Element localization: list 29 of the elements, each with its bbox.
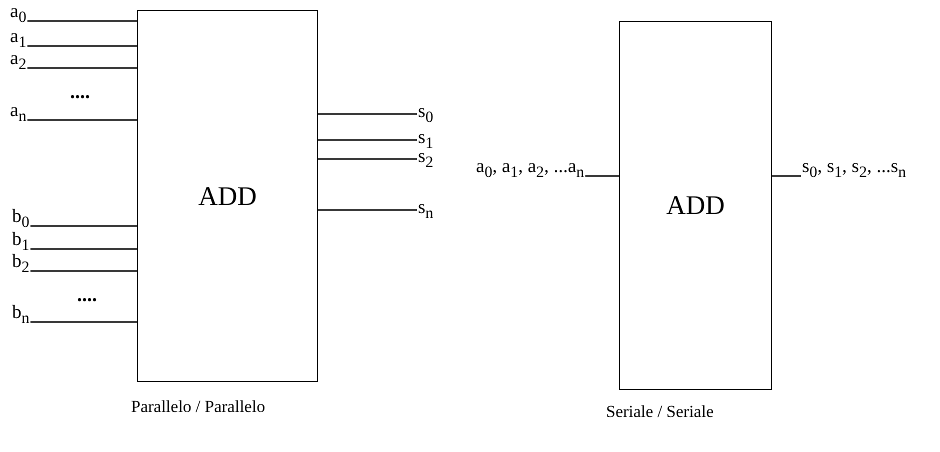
signal-label: b$_{2}$ — [12, 250, 30, 280]
signal-line — [27, 67, 137, 69]
adder-block — [137, 10, 318, 382]
signal-label: a$_{0}$, a$_{1}$, a$_{2}$, ...a$_{n}$ — [476, 155, 584, 185]
block-label: ADD — [666, 190, 725, 221]
block-label: ADD — [198, 180, 257, 212]
signal-line — [30, 270, 137, 272]
ellipsis-mark: .... — [77, 283, 97, 307]
adder-block — [619, 21, 772, 390]
caption: Seriale / Seriale — [606, 401, 714, 423]
signal-line — [318, 209, 417, 211]
signal-line — [30, 321, 137, 323]
signal-label: a$_{n}$ — [10, 99, 26, 129]
signal-label: b$_{n}$ — [12, 301, 30, 331]
ellipsis-mark: .... — [70, 80, 90, 104]
caption: Parallelo / Parallelo — [131, 396, 266, 418]
signal-line — [318, 158, 417, 160]
signal-line — [318, 113, 417, 115]
signal-line — [27, 20, 137, 22]
signal-label: s$_{n}$ — [418, 196, 434, 226]
signal-label: s$_{0}$ — [418, 100, 434, 130]
signal-line — [27, 119, 137, 121]
signal-line — [30, 248, 137, 250]
signal-line — [30, 225, 137, 227]
signal-line — [585, 175, 619, 177]
signal-label: s$_{0}$, s$_{1}$, s$_{2}$, ...s$_{n}$ — [802, 155, 906, 185]
signal-line — [318, 139, 417, 141]
signal-line — [772, 175, 801, 177]
signal-line — [27, 45, 137, 47]
